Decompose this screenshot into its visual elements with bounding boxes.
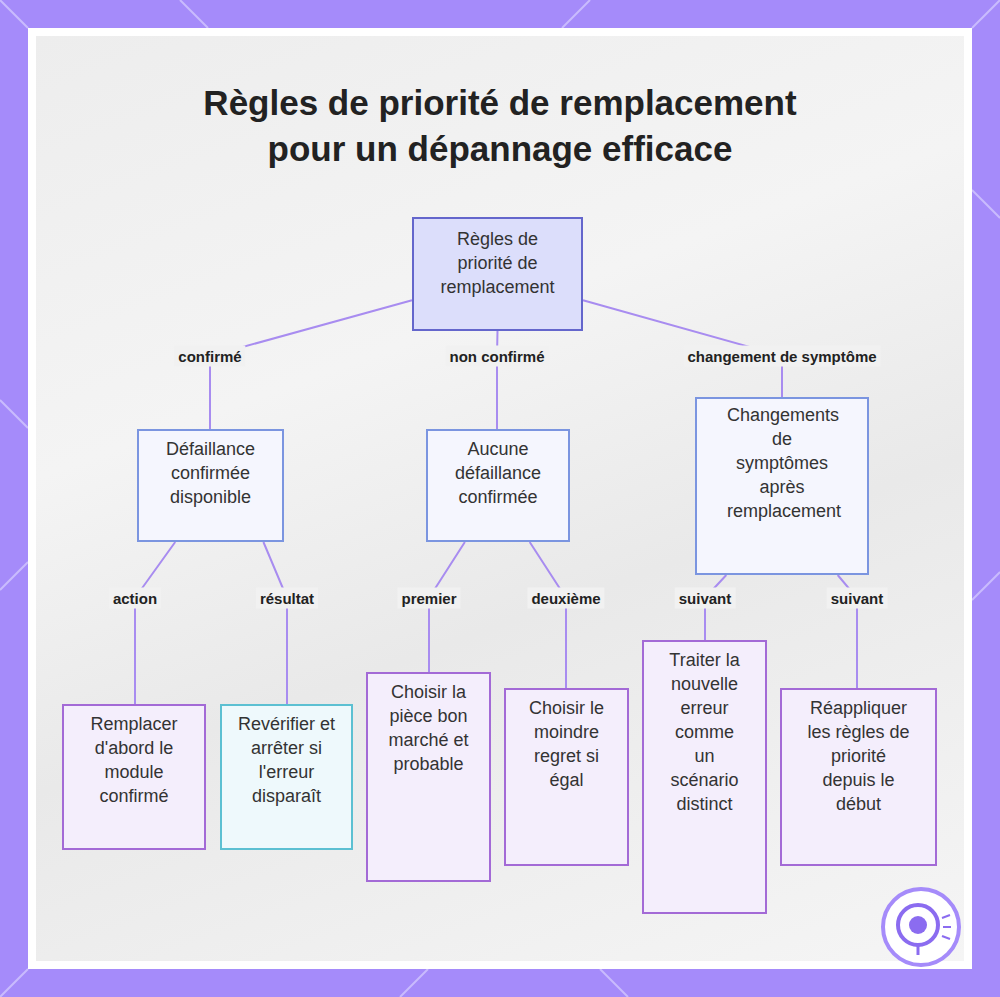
edge-label: premier xyxy=(397,588,460,609)
edge-label: non confirmé xyxy=(445,346,548,367)
edge-label: action xyxy=(109,588,161,609)
box-text: Réappliquer les règles de priorité depui… xyxy=(802,696,915,816)
process-box: Règles de priorité de remplacement xyxy=(412,217,583,331)
process-box: Changements de symptômes après remplacem… xyxy=(695,397,869,575)
box-text: Remplacer d'abord le module confirmé xyxy=(74,712,194,808)
diagram-title: Règles de priorité de remplacement pour … xyxy=(170,80,830,172)
box-text: Changements de symptômes après remplacem… xyxy=(727,403,837,523)
box-text: Défaillance confirmée disponible xyxy=(151,437,270,509)
process-box: Défaillance confirmée disponible xyxy=(137,429,284,542)
connector-line xyxy=(530,542,566,688)
connector-line xyxy=(263,542,287,704)
box-text: Aucune défaillance confirmée xyxy=(440,437,556,509)
process-box: Revérifier et arrêter si l'erreur dispar… xyxy=(220,704,353,850)
process-box: Choisir le moindre regret si égal xyxy=(504,688,629,866)
box-text: Règles de priorité de remplacement xyxy=(434,227,561,299)
edge-label: suivant xyxy=(827,588,888,609)
box-text: Choisir le moindre regret si égal xyxy=(520,696,613,792)
box-text: Traiter la nouvelle erreur comme un scén… xyxy=(666,648,743,816)
process-box: Traiter la nouvelle erreur comme un scén… xyxy=(642,640,767,914)
edge-label: deuxième xyxy=(527,588,604,609)
box-text: Choisir la pièce bon marché et probable xyxy=(380,680,477,776)
edge-label: confirmé xyxy=(174,346,245,367)
process-box: Choisir la pièce bon marché et probable xyxy=(366,672,491,882)
process-box: Réappliquer les règles de priorité depui… xyxy=(780,688,937,866)
process-box: Remplacer d'abord le module confirmé xyxy=(62,704,206,850)
process-box: Aucune défaillance confirmée xyxy=(426,429,570,542)
connector-line xyxy=(135,542,175,704)
edge-label: résultat xyxy=(256,588,318,609)
edge-label: changement de symptôme xyxy=(683,346,880,367)
box-text: Revérifier et arrêter si l'erreur dispar… xyxy=(232,712,341,808)
edge-label: suivant xyxy=(675,588,736,609)
